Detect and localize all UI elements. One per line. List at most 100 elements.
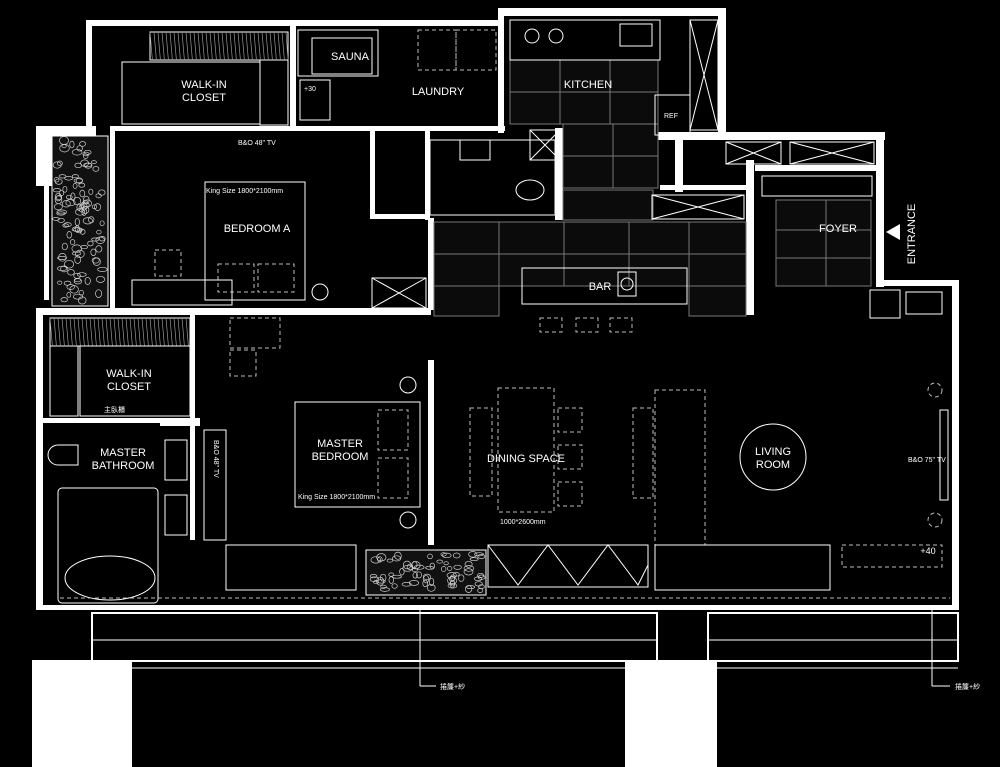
pebble xyxy=(423,574,430,584)
pebble xyxy=(450,580,456,587)
pebble xyxy=(394,551,402,560)
pebble xyxy=(474,581,483,587)
hatch-line xyxy=(169,31,173,61)
label-sauna: SAUNA xyxy=(331,51,370,63)
pebble xyxy=(474,552,484,557)
pebble xyxy=(62,223,69,228)
pebble xyxy=(76,272,87,277)
label-bedroom-a: BEDROOM A xyxy=(224,223,291,235)
annotations: B&O 48" TV King Size 1800*2100mm King Si… xyxy=(104,86,980,691)
pebble xyxy=(82,217,93,225)
pebble xyxy=(60,265,69,273)
note-level-sauna: +30 xyxy=(304,86,316,93)
pebble xyxy=(82,151,90,157)
furniture xyxy=(47,19,950,687)
hatch-line xyxy=(257,31,261,61)
pebble xyxy=(414,564,425,570)
pebble xyxy=(84,276,91,285)
pebble xyxy=(426,583,436,592)
pebble xyxy=(477,554,486,559)
pebble xyxy=(443,561,449,566)
hatch-line xyxy=(253,31,257,61)
pebble xyxy=(373,580,379,585)
pebble xyxy=(427,553,433,560)
hatch-line xyxy=(149,317,153,347)
pebble xyxy=(78,182,86,188)
hatch-line xyxy=(281,31,285,61)
label-laundry: LAUNDRY xyxy=(412,86,465,98)
pebble xyxy=(91,237,100,242)
hatch-line xyxy=(161,31,165,61)
pebble xyxy=(73,178,83,184)
pebble xyxy=(56,211,66,216)
label-dining-space: DINING SPACE xyxy=(487,453,565,465)
pebble xyxy=(54,178,63,185)
pebble xyxy=(441,552,452,559)
pebble xyxy=(91,160,97,164)
pebble-planter-left xyxy=(51,135,109,307)
hatch-line xyxy=(277,31,281,61)
pebble xyxy=(440,552,447,557)
note-level-living: +40 xyxy=(920,546,935,556)
pebble xyxy=(464,560,473,568)
hatch-line xyxy=(125,317,129,347)
pebble xyxy=(72,183,78,189)
pebble xyxy=(422,579,428,588)
pebble xyxy=(69,285,79,294)
pebble xyxy=(79,229,86,235)
pebble xyxy=(79,189,86,198)
pebble xyxy=(406,563,414,571)
pebble xyxy=(78,290,84,296)
pebble xyxy=(61,200,71,208)
pebble xyxy=(447,576,457,585)
hatch-line xyxy=(213,31,217,61)
hatch-line xyxy=(221,31,225,61)
pebble xyxy=(91,257,100,264)
pebble xyxy=(66,284,75,290)
pebble xyxy=(78,204,85,213)
hatch-line xyxy=(157,317,161,347)
hatch-line xyxy=(145,317,149,347)
pebble xyxy=(96,229,102,235)
pebble xyxy=(83,162,92,168)
hatch-line xyxy=(133,317,137,347)
pebble xyxy=(57,256,68,260)
hatch-line xyxy=(85,317,89,347)
pebble xyxy=(422,573,431,581)
pebble xyxy=(97,266,108,272)
pebble xyxy=(95,245,103,253)
closet-hatch xyxy=(49,31,289,417)
hatch-line xyxy=(177,317,181,347)
hatch-line xyxy=(265,31,269,61)
pebble xyxy=(65,194,73,200)
hatch-line xyxy=(49,317,53,347)
pebble xyxy=(402,560,412,570)
hatch-line xyxy=(173,31,177,61)
pebble xyxy=(79,141,86,147)
pebble xyxy=(98,189,106,196)
hatch-line xyxy=(209,31,213,61)
note-bed-size-a: King Size 1800*2100mm xyxy=(206,188,283,195)
pebble xyxy=(61,242,68,251)
pebble xyxy=(386,558,394,563)
pebble xyxy=(446,572,457,579)
hatch-line xyxy=(141,317,145,347)
pebble xyxy=(477,574,486,580)
hatch-line xyxy=(185,317,189,347)
hatch-line xyxy=(249,31,253,61)
pebble xyxy=(69,140,75,149)
pebble xyxy=(77,296,87,305)
pebble xyxy=(388,576,394,584)
tiled-floor-kitchen xyxy=(509,59,659,221)
pebble xyxy=(425,565,435,570)
pebble xyxy=(53,177,60,183)
pebble xyxy=(65,199,76,207)
pebble xyxy=(71,251,82,256)
pebble xyxy=(80,159,89,167)
hatch-line xyxy=(53,317,57,347)
pebble xyxy=(74,255,82,264)
pebble xyxy=(56,209,68,215)
pebble xyxy=(99,220,105,227)
